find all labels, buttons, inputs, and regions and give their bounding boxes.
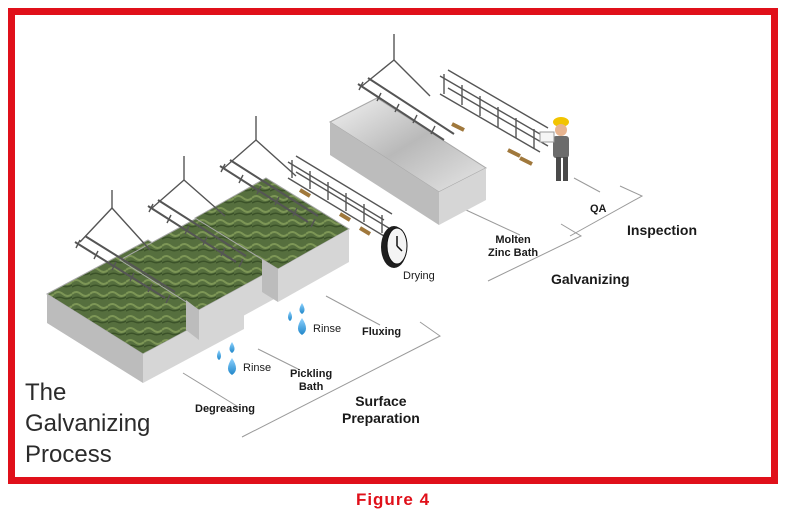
water-drop-icon (228, 358, 236, 375)
label-pickling-line2: Bath (298, 381, 324, 393)
bracket-surface-preparation (241, 321, 441, 438)
title-line-1: The (25, 379, 67, 406)
bracket-inspection (569, 185, 644, 237)
inspection-rack (439, 69, 549, 166)
leader-molten-zinc (465, 209, 521, 236)
worker-icon (539, 117, 569, 181)
label-pickling-bath: Pickling Bath (290, 368, 332, 394)
label-molten-zinc-bath: Molten Zinc Bath (488, 234, 538, 260)
hoist-4 (357, 34, 455, 141)
label-qa: QA (590, 203, 607, 215)
water-drop-icon (217, 350, 221, 360)
water-drop-icon (288, 311, 292, 321)
label-surface-line2: Preparation (342, 410, 420, 426)
label-molten-line2: Zinc Bath (488, 247, 539, 259)
label-fluxing: Fluxing (362, 326, 402, 338)
label-molten-line1: Molten (495, 234, 531, 246)
water-drop-icon (298, 318, 306, 335)
diagram-title: The Galvanizing Process (25, 377, 150, 470)
label-galvanizing: Galvanizing (551, 271, 630, 287)
hoist-3 (219, 116, 319, 228)
leader-pickling (257, 348, 301, 371)
clock-icon (381, 226, 408, 268)
fluxing-tank (194, 177, 350, 302)
water-drop-icon (299, 303, 305, 314)
hoist-ladders (74, 34, 549, 304)
title-line-3: Process (25, 441, 112, 468)
leader-qa (573, 177, 601, 193)
molten-zinc-tank (328, 97, 488, 225)
label-rinse-1: Rinse (243, 362, 272, 374)
label-surface-preparation: Surface Preparation (342, 393, 420, 427)
label-surface-line1: Surface (355, 393, 407, 409)
rinse-drops-2 (288, 303, 306, 335)
drying-rack (287, 155, 393, 237)
label-inspection: Inspection (627, 222, 698, 238)
leader-degreasing (182, 372, 241, 409)
leader-fluxing (325, 295, 381, 326)
label-pickling-line1: Pickling (290, 368, 333, 380)
bracket-galvanizing (487, 223, 583, 282)
title-line-2: Galvanizing (25, 410, 151, 437)
hoist-1 (74, 190, 176, 304)
label-degreasing: Degreasing (195, 403, 255, 415)
label-rinse-2: Rinse (313, 323, 342, 335)
leader-lines (182, 177, 644, 438)
hoist-2 (147, 156, 247, 268)
rinse-drops-1 (217, 342, 236, 375)
water-drop-icon (229, 342, 235, 353)
label-drying: Drying (403, 270, 435, 282)
figure-caption: Figure 4 (355, 490, 431, 509)
